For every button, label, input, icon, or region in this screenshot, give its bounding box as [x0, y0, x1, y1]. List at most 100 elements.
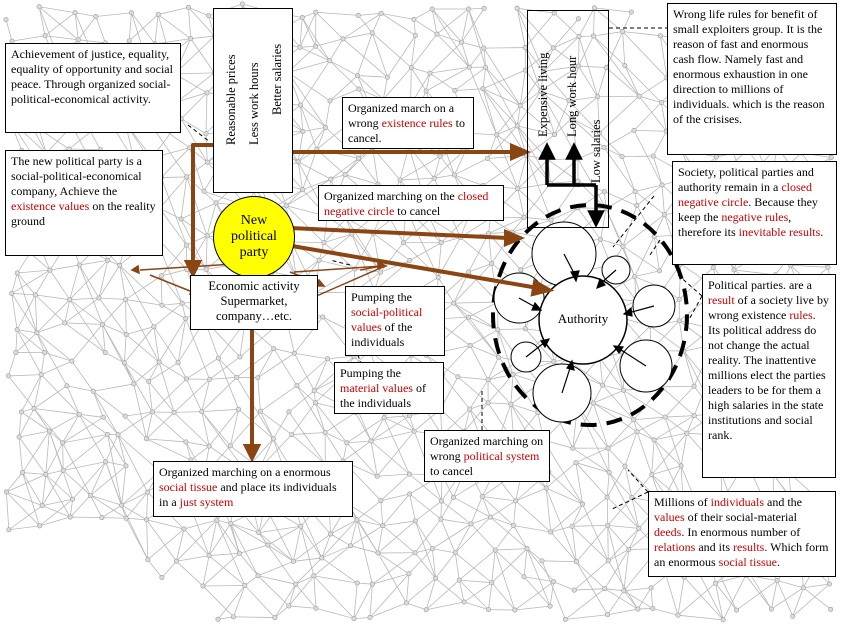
network-link — [517, 125, 555, 136]
network-link — [622, 246, 636, 277]
network-link — [651, 465, 682, 476]
network-link — [177, 362, 187, 380]
network-link — [553, 47, 579, 67]
network-link — [291, 434, 326, 465]
network-link — [576, 525, 609, 563]
network-node — [290, 558, 296, 564]
network-link — [15, 332, 38, 353]
network-link — [381, 13, 415, 20]
network-link — [158, 362, 175, 413]
network-link — [470, 496, 483, 525]
network-link — [607, 560, 639, 610]
network-node — [691, 413, 697, 419]
network-link — [208, 520, 218, 556]
network-link — [267, 544, 294, 562]
network-link — [315, 402, 348, 444]
network-link — [634, 270, 660, 277]
network-link — [287, 60, 330, 73]
network-link — [494, 549, 516, 611]
network-link — [315, 38, 344, 47]
network-link — [105, 352, 125, 364]
network-link — [148, 361, 160, 382]
network-link — [295, 557, 323, 585]
society-text-2: . Because they keep the — [678, 195, 818, 224]
millions-highlight-6: social tissue — [718, 555, 777, 569]
network-link — [593, 35, 640, 97]
network-node — [375, 550, 381, 556]
network-link — [257, 377, 261, 412]
network-link — [11, 293, 18, 330]
network-link — [42, 498, 73, 507]
network-node — [662, 414, 668, 420]
network-node — [185, 4, 191, 10]
network-node — [429, 6, 435, 12]
network-node — [676, 296, 682, 302]
network-node — [576, 63, 582, 69]
network-link — [8, 374, 42, 377]
network-link — [510, 374, 514, 405]
network-link — [17, 329, 37, 334]
network-node — [691, 383, 697, 389]
network-link — [593, 402, 634, 421]
network-link — [603, 147, 623, 158]
network-link — [623, 590, 653, 609]
network-link — [286, 178, 332, 207]
network-link — [425, 73, 431, 92]
network-node — [635, 606, 641, 612]
network-link — [121, 504, 147, 521]
network-link — [62, 470, 91, 496]
network-link — [803, 583, 830, 589]
network-node — [184, 174, 190, 180]
network-link — [288, 605, 316, 609]
network-link — [11, 35, 46, 42]
network-link — [146, 438, 192, 461]
network-link — [295, 575, 314, 585]
network-link — [300, 60, 331, 106]
network-link — [413, 19, 416, 36]
network-link — [186, 378, 203, 412]
network-node — [522, 326, 528, 332]
network-link — [571, 526, 577, 562]
network-link — [62, 434, 108, 471]
network-link — [572, 447, 610, 473]
network-node — [459, 39, 465, 45]
network-link — [624, 65, 640, 97]
network-link — [78, 39, 106, 44]
network-node — [566, 98, 572, 104]
network-node — [300, 187, 306, 193]
network-link — [92, 391, 104, 418]
network-link — [119, 265, 155, 327]
network-link — [158, 318, 187, 363]
network-node — [590, 400, 596, 406]
network-link — [98, 265, 121, 299]
network-link — [722, 574, 747, 621]
network-node — [99, 515, 105, 521]
network-link — [69, 148, 101, 151]
network-link — [664, 416, 682, 467]
network-link — [372, 552, 416, 585]
society-text-3: , therefore its — [678, 210, 792, 239]
network-link — [599, 132, 623, 157]
network-link — [369, 573, 410, 618]
network-link — [606, 497, 609, 526]
network-link — [440, 497, 454, 520]
network-node — [825, 264, 831, 270]
network-link — [553, 36, 580, 49]
network-node — [323, 124, 329, 130]
network-link — [16, 294, 36, 330]
network-node — [397, 177, 403, 183]
network-link — [217, 585, 246, 620]
network-link — [442, 374, 471, 410]
network-node — [286, 409, 292, 415]
network-link — [487, 379, 512, 405]
network-link — [622, 214, 665, 247]
network-link — [69, 264, 80, 300]
network-node — [75, 37, 81, 43]
network-link — [636, 416, 666, 433]
network-link — [453, 301, 498, 304]
network-link — [372, 573, 410, 585]
network-link — [413, 19, 438, 35]
society-text-4: . — [820, 225, 824, 239]
network-link — [296, 385, 316, 404]
network-link — [63, 461, 106, 471]
